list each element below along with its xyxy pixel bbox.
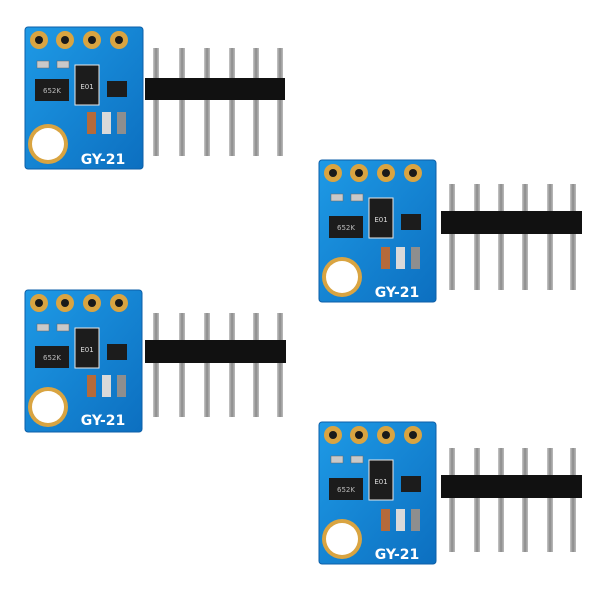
mosfet-chip <box>401 214 421 230</box>
mosfet-chip <box>107 344 127 360</box>
regulator-chip <box>35 79 69 101</box>
pin-pads <box>30 31 128 49</box>
header-plastic <box>145 78 285 100</box>
module-label: GY-21 <box>375 547 420 563</box>
resistor-code: 652K <box>337 486 355 494</box>
chip-frame <box>368 197 394 239</box>
gy21-module-3: 652K E01 GY-21 <box>24 289 143 433</box>
module-label: GY-21 <box>81 152 126 168</box>
header-plastic <box>441 211 582 234</box>
regulator-chip <box>329 478 363 500</box>
header-plastic <box>145 340 286 363</box>
module-label: GY-21 <box>375 285 420 301</box>
pin-header-3 <box>145 313 286 417</box>
gy21-module-1: 652K E01 GY-21 <box>24 26 144 170</box>
gy21-module-4: 652K E01 GY-21 <box>318 421 437 565</box>
gy21-module-2: 652K E01 GY-21 <box>318 159 437 303</box>
chip-code: E01 <box>80 83 93 91</box>
pin-pads <box>324 164 422 182</box>
pin-pads <box>324 426 422 444</box>
header-plastic <box>441 475 582 498</box>
mosfet-chip <box>401 476 421 492</box>
chip-code: E01 <box>374 478 387 486</box>
module-label: GY-21 <box>81 413 126 429</box>
chip-frame <box>74 64 100 106</box>
chip-frame <box>74 327 100 369</box>
chip-code: E01 <box>374 216 387 224</box>
regulator-chip <box>329 216 363 238</box>
pin-header-1 <box>145 48 285 156</box>
pin-header-4 <box>441 448 582 552</box>
resistor-code: 652K <box>337 224 355 232</box>
resistor-code: 652K <box>43 87 61 95</box>
mosfet-chip <box>107 81 127 97</box>
chip-code: E01 <box>80 346 93 354</box>
pin-header-2 <box>441 184 582 290</box>
pin-pads <box>30 294 128 312</box>
resistor-code: 652K <box>43 354 61 362</box>
chip-frame <box>368 459 394 501</box>
regulator-chip <box>35 346 69 368</box>
